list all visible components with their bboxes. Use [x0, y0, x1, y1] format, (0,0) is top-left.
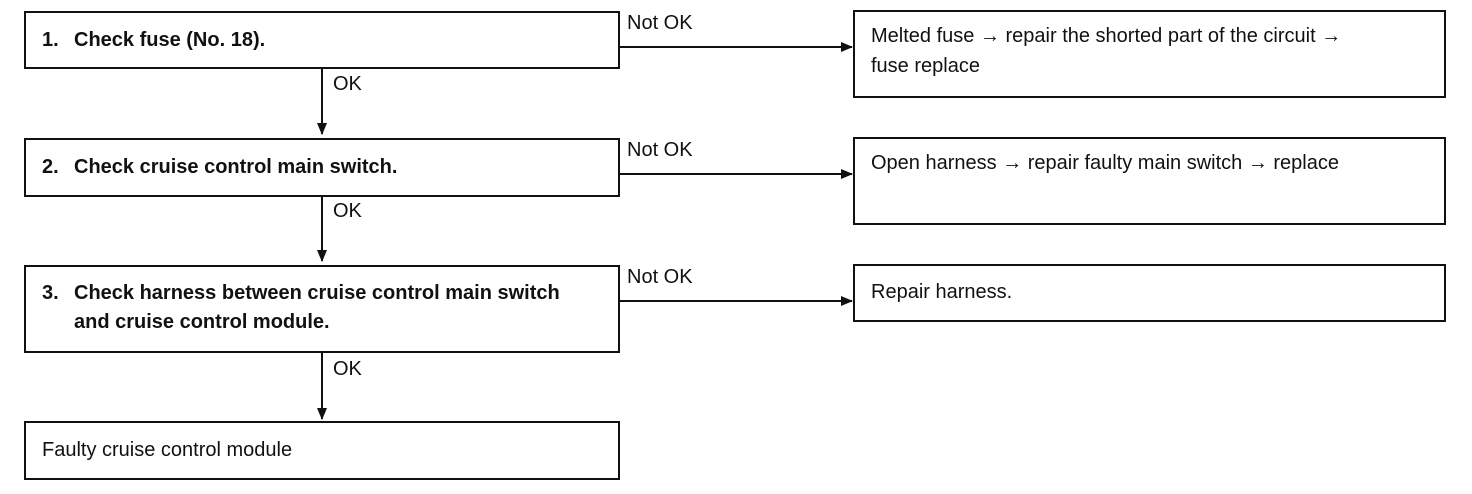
step-text: Check cruise control main switch. — [74, 156, 398, 178]
step-box-1: 1. Check fuse (No. 18). — [24, 11, 620, 69]
result-box-1: Melted fuse → repair the shorted part of… — [853, 10, 1446, 98]
step-text: Check harness between cruise control mai… — [74, 282, 560, 333]
step-number: 1. — [42, 29, 59, 51]
result-text: Melted fuse → repair the shorted part of… — [871, 25, 1342, 77]
not-ok-label-2: Not OK — [627, 139, 693, 161]
step-text: Check fuse (No. 18). — [74, 29, 266, 51]
step-number: 3. — [42, 282, 59, 304]
result-text: Open harness → repair faulty main switch… — [871, 152, 1339, 174]
result-box-2: Open harness → repair faulty main switch… — [853, 137, 1446, 225]
result-text: Repair harness. — [871, 281, 1013, 303]
not-ok-label-1: Not OK — [627, 12, 693, 34]
step-number: 2. — [42, 156, 59, 178]
step-box-3: 3. Check harness between cruise control m… — [24, 265, 620, 353]
not-ok-label-3: Not OK — [627, 266, 693, 288]
final-text: Faulty cruise control module — [42, 439, 293, 461]
ok-label-1: OK — [333, 73, 362, 95]
final-result-box: Faulty cruise control module — [24, 421, 620, 480]
ok-label-2: OK — [333, 200, 362, 222]
result-box-3: Repair harness. — [853, 264, 1446, 322]
ok-label-3: OK — [333, 358, 362, 380]
step-box-2: 2. Check cruise control main switch. — [24, 138, 620, 197]
